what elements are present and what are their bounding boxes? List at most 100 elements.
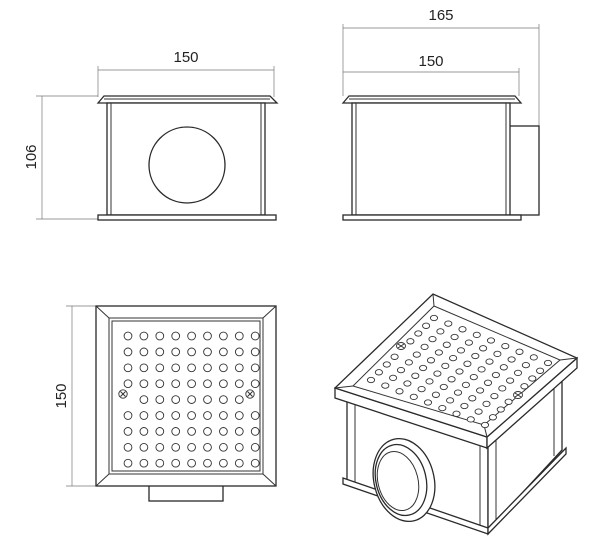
perforation-hole <box>250 379 260 389</box>
perforation-hole <box>219 458 228 468</box>
perforation-hole <box>203 347 212 357</box>
perforation-hole <box>123 347 133 357</box>
perforation-hole <box>403 380 412 387</box>
front-outlet-circle <box>148 126 226 204</box>
perforation-hole <box>171 379 181 389</box>
perforation-hole <box>171 427 181 436</box>
perforation-hole <box>520 383 529 390</box>
perforation-hole <box>219 395 228 404</box>
iso-screw-right <box>513 391 523 399</box>
perforation-hole <box>219 379 228 389</box>
perforation-hole <box>471 352 480 360</box>
perforation-hole <box>431 391 440 398</box>
perforation-hole <box>466 416 475 423</box>
perforation-hole <box>234 411 244 420</box>
perforation-hole <box>456 347 466 354</box>
perforation-hole <box>234 395 244 404</box>
perforation-hole <box>493 350 502 358</box>
perforation-hole <box>187 427 196 436</box>
iso-base-right <box>487 446 567 536</box>
perforation-hole <box>123 411 133 420</box>
perforation-hole <box>219 331 228 341</box>
iso-hole-grid <box>366 314 553 429</box>
perforation-hole <box>472 331 481 339</box>
side-view: 165 150 <box>341 7 540 221</box>
perforation-hole <box>187 331 196 341</box>
perforation-hole <box>543 359 553 367</box>
perforation-hole <box>250 442 260 452</box>
perforation-hole <box>420 343 429 351</box>
perforation-hole <box>250 411 260 420</box>
perforation-hole <box>155 331 165 341</box>
perforation-hole <box>513 369 523 377</box>
perforation-hole <box>521 361 530 369</box>
perforation-hole <box>498 385 507 392</box>
perforation-hole <box>426 357 436 364</box>
perforation-hole <box>123 331 133 341</box>
perforation-hole <box>499 364 508 371</box>
perforation-hole <box>366 376 376 384</box>
perforation-hole <box>411 372 420 379</box>
perforation-hole <box>219 411 228 420</box>
perforation-hole <box>528 375 537 382</box>
perforation-hole <box>139 442 149 452</box>
perforation-hole <box>419 364 428 372</box>
perforation-hole <box>123 442 133 452</box>
perforation-hole <box>139 395 149 404</box>
perforation-hole <box>187 442 196 452</box>
perforation-hole <box>449 354 458 362</box>
perforation-hole <box>507 356 516 363</box>
perforation-hole <box>155 363 165 373</box>
perforation-hole <box>438 404 447 412</box>
perforation-hole <box>139 379 149 389</box>
perforation-hole <box>171 331 181 341</box>
perforation-hole <box>490 392 499 400</box>
perforation-hole <box>447 376 456 383</box>
perforation-hole <box>536 367 545 374</box>
top-hole-grid <box>123 331 260 468</box>
perforation-hole <box>458 326 467 333</box>
perforation-hole <box>453 389 463 396</box>
perforation-hole <box>123 363 133 373</box>
perforation-hole <box>123 379 133 389</box>
perforation-hole <box>250 363 260 373</box>
perforation-hole <box>203 427 212 436</box>
perforation-hole <box>250 458 260 468</box>
perforation-hole <box>460 402 469 410</box>
perforation-hole <box>417 385 426 393</box>
perforation-hole <box>155 442 165 452</box>
perforation-hole <box>479 345 488 352</box>
perforation-hole <box>187 363 196 373</box>
perforation-hole <box>139 458 149 468</box>
perforation-hole <box>464 339 473 346</box>
perforation-hole <box>496 406 505 413</box>
perforation-hole <box>171 411 181 420</box>
perforation-hole <box>203 442 212 452</box>
perforation-hole <box>234 331 244 341</box>
perforation-hole <box>234 442 244 452</box>
perforation-hole <box>123 427 133 436</box>
perforation-hole <box>155 347 165 357</box>
perforation-hole <box>234 427 244 436</box>
perforation-hole <box>412 351 421 358</box>
perforation-hole <box>381 382 390 389</box>
perforation-hole <box>483 379 493 386</box>
top-screw-right <box>245 389 255 399</box>
perforation-hole <box>219 442 228 452</box>
perforation-hole <box>123 458 133 468</box>
perforation-hole <box>423 399 433 406</box>
perforation-hole <box>515 348 524 355</box>
perforation-hole <box>139 347 149 357</box>
perforation-hole <box>187 395 196 404</box>
perforation-hole <box>382 361 391 368</box>
perforation-hole <box>396 366 406 374</box>
perforation-hole <box>433 370 442 377</box>
perforation-hole <box>155 395 165 404</box>
perforation-hole <box>219 363 228 373</box>
perforation-hole <box>155 379 165 389</box>
isometric-view <box>333 293 579 536</box>
perforation-hole <box>234 458 244 468</box>
perforation-hole <box>395 388 404 395</box>
perforation-hole <box>404 359 413 366</box>
side-overall-dimension: 165 <box>342 7 540 126</box>
